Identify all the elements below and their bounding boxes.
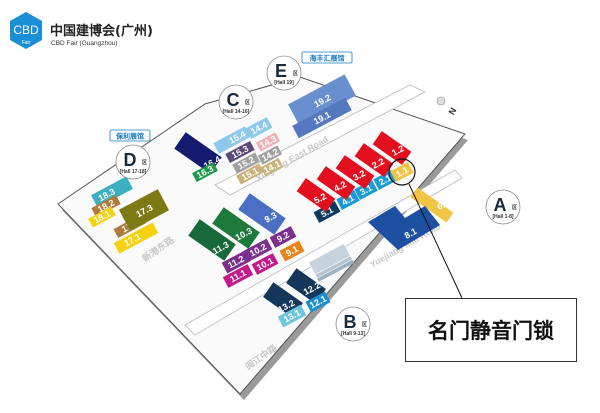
app-subtitle: CBD Fair (Guangzhou) (51, 40, 117, 47)
hall-9-3[interactable]: 9.3 (238, 193, 286, 235)
cbd-logo: CBD Fair (10, 12, 42, 49)
svg-text:保利展馆: 保利展馆 (115, 132, 144, 141)
hall-19-1[interactable]: 19.1 (292, 97, 352, 139)
hall-1-1[interactable]: 1.1 (390, 162, 414, 182)
callout-leader (408, 183, 463, 299)
svg-text:[Hall 9-13]: [Hall 9-13] (341, 331, 365, 337)
svg-text:区: 区 (245, 99, 250, 106)
svg-text:[Hall 19]: [Hall 19] (274, 80, 294, 86)
hall-5-2[interactable]: 5.2 (296, 178, 336, 212)
svg-text:E: E (275, 61, 287, 81)
highlight-circle (388, 158, 416, 186)
hall-9-2[interactable]: 9.2 (269, 226, 297, 248)
hall-19-2[interactable]: 19.2 (288, 74, 356, 126)
hall-11-3[interactable]: 11.3 (188, 219, 236, 262)
hall-9-1[interactable]: 9.1 (279, 240, 305, 262)
compass: N (436, 96, 459, 117)
svg-text:B: B (344, 312, 357, 332)
hall-1-2[interactable]: 1.2 (372, 130, 412, 165)
hall-6-1[interactable]: 6.1 (410, 181, 459, 223)
hall-10-3[interactable]: 10.3 (212, 207, 260, 249)
hall-8-1[interactable]: 8.1 (368, 206, 440, 250)
svg-text:[Hall 17-18]: [Hall 17-18] (120, 169, 147, 175)
venue-tag-haifenghui: 海丰汇展馆 (301, 51, 353, 64)
brand-callout: 名门静音门锁 (405, 298, 577, 362)
svg-text:[Hall 14-16]: [Hall 14-16] (223, 109, 250, 115)
hall-2-2[interactable]: 2.2 (354, 143, 394, 177)
svg-text:CBD: CBD (13, 23, 39, 37)
svg-text:区: 区 (293, 70, 298, 77)
svg-text:Fair: Fair (22, 40, 31, 46)
hall-2-1[interactable]: 2.1 (373, 170, 397, 190)
gray-hall-stack (308, 243, 355, 282)
svg-text:[Hall 1-8]: [Hall 1-8] (492, 214, 513, 220)
svg-text:C: C (227, 90, 240, 110)
svg-text:区: 区 (362, 321, 367, 328)
svg-text:A: A (494, 195, 507, 215)
svg-text:D: D (124, 150, 137, 170)
svg-text:N: N (447, 106, 459, 117)
svg-text:区: 区 (142, 159, 147, 166)
venue-tag-poly: 保利展馆 (109, 129, 151, 142)
svg-text:区: 区 (512, 204, 517, 211)
hall-17-3[interactable]: 17.3 (118, 189, 170, 231)
hall-4-2[interactable]: 4.2 (316, 166, 356, 200)
app-title: 中国建博会(广州) (50, 23, 153, 39)
hall-3-2[interactable]: 3.2 (335, 155, 375, 189)
svg-text:海丰汇展馆: 海丰汇展馆 (310, 54, 345, 63)
hall-12-2[interactable]: 12.2 (286, 266, 327, 304)
